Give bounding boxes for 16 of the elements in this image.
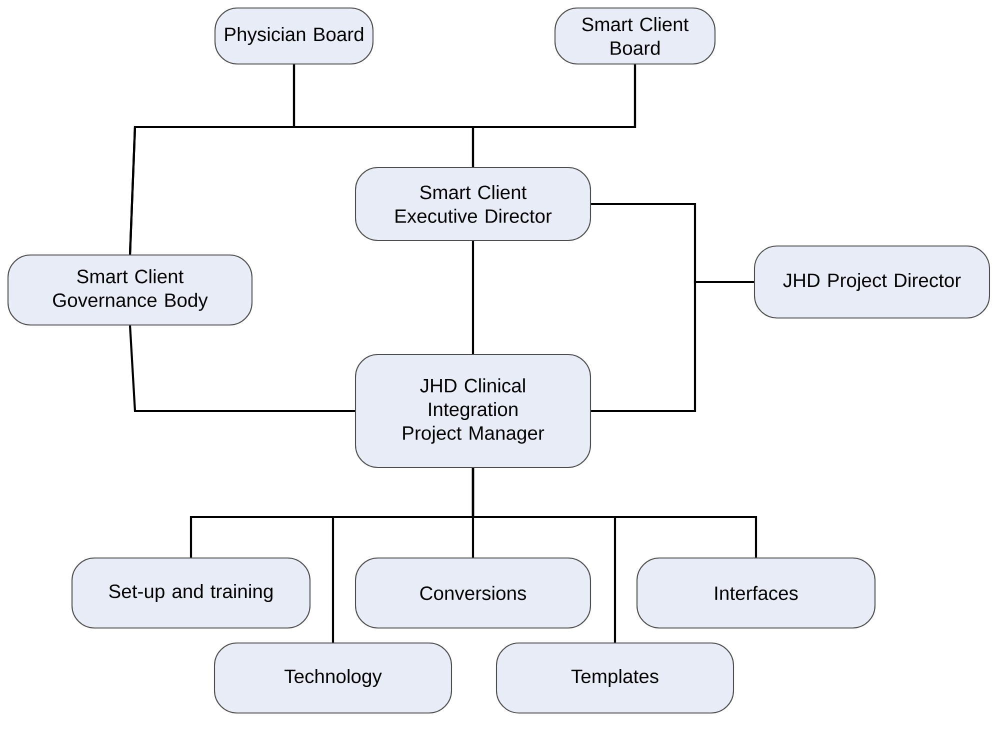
org-box: Templates — [496, 642, 734, 714]
org-box: Interfaces — [636, 557, 876, 629]
org-box: JHD Project Director — [754, 245, 990, 319]
org-box: Smart Client Governance Body — [7, 254, 253, 326]
org-box: Smart Client Executive Director — [354, 166, 592, 242]
connector-line — [472, 241, 474, 354]
org-box: JHD Clinical Integration Project Manager — [354, 354, 592, 468]
connector-line — [472, 468, 616, 642]
connector-line — [128, 64, 636, 255]
org-box: Technology — [214, 642, 452, 714]
org-box: Conversions — [354, 557, 592, 629]
connector-line — [128, 325, 355, 412]
org-box: Physician Board — [214, 7, 374, 65]
connector-line — [591, 280, 754, 412]
org-box: Set-up and training — [71, 557, 311, 629]
org-box: Smart Client Board — [554, 7, 716, 65]
